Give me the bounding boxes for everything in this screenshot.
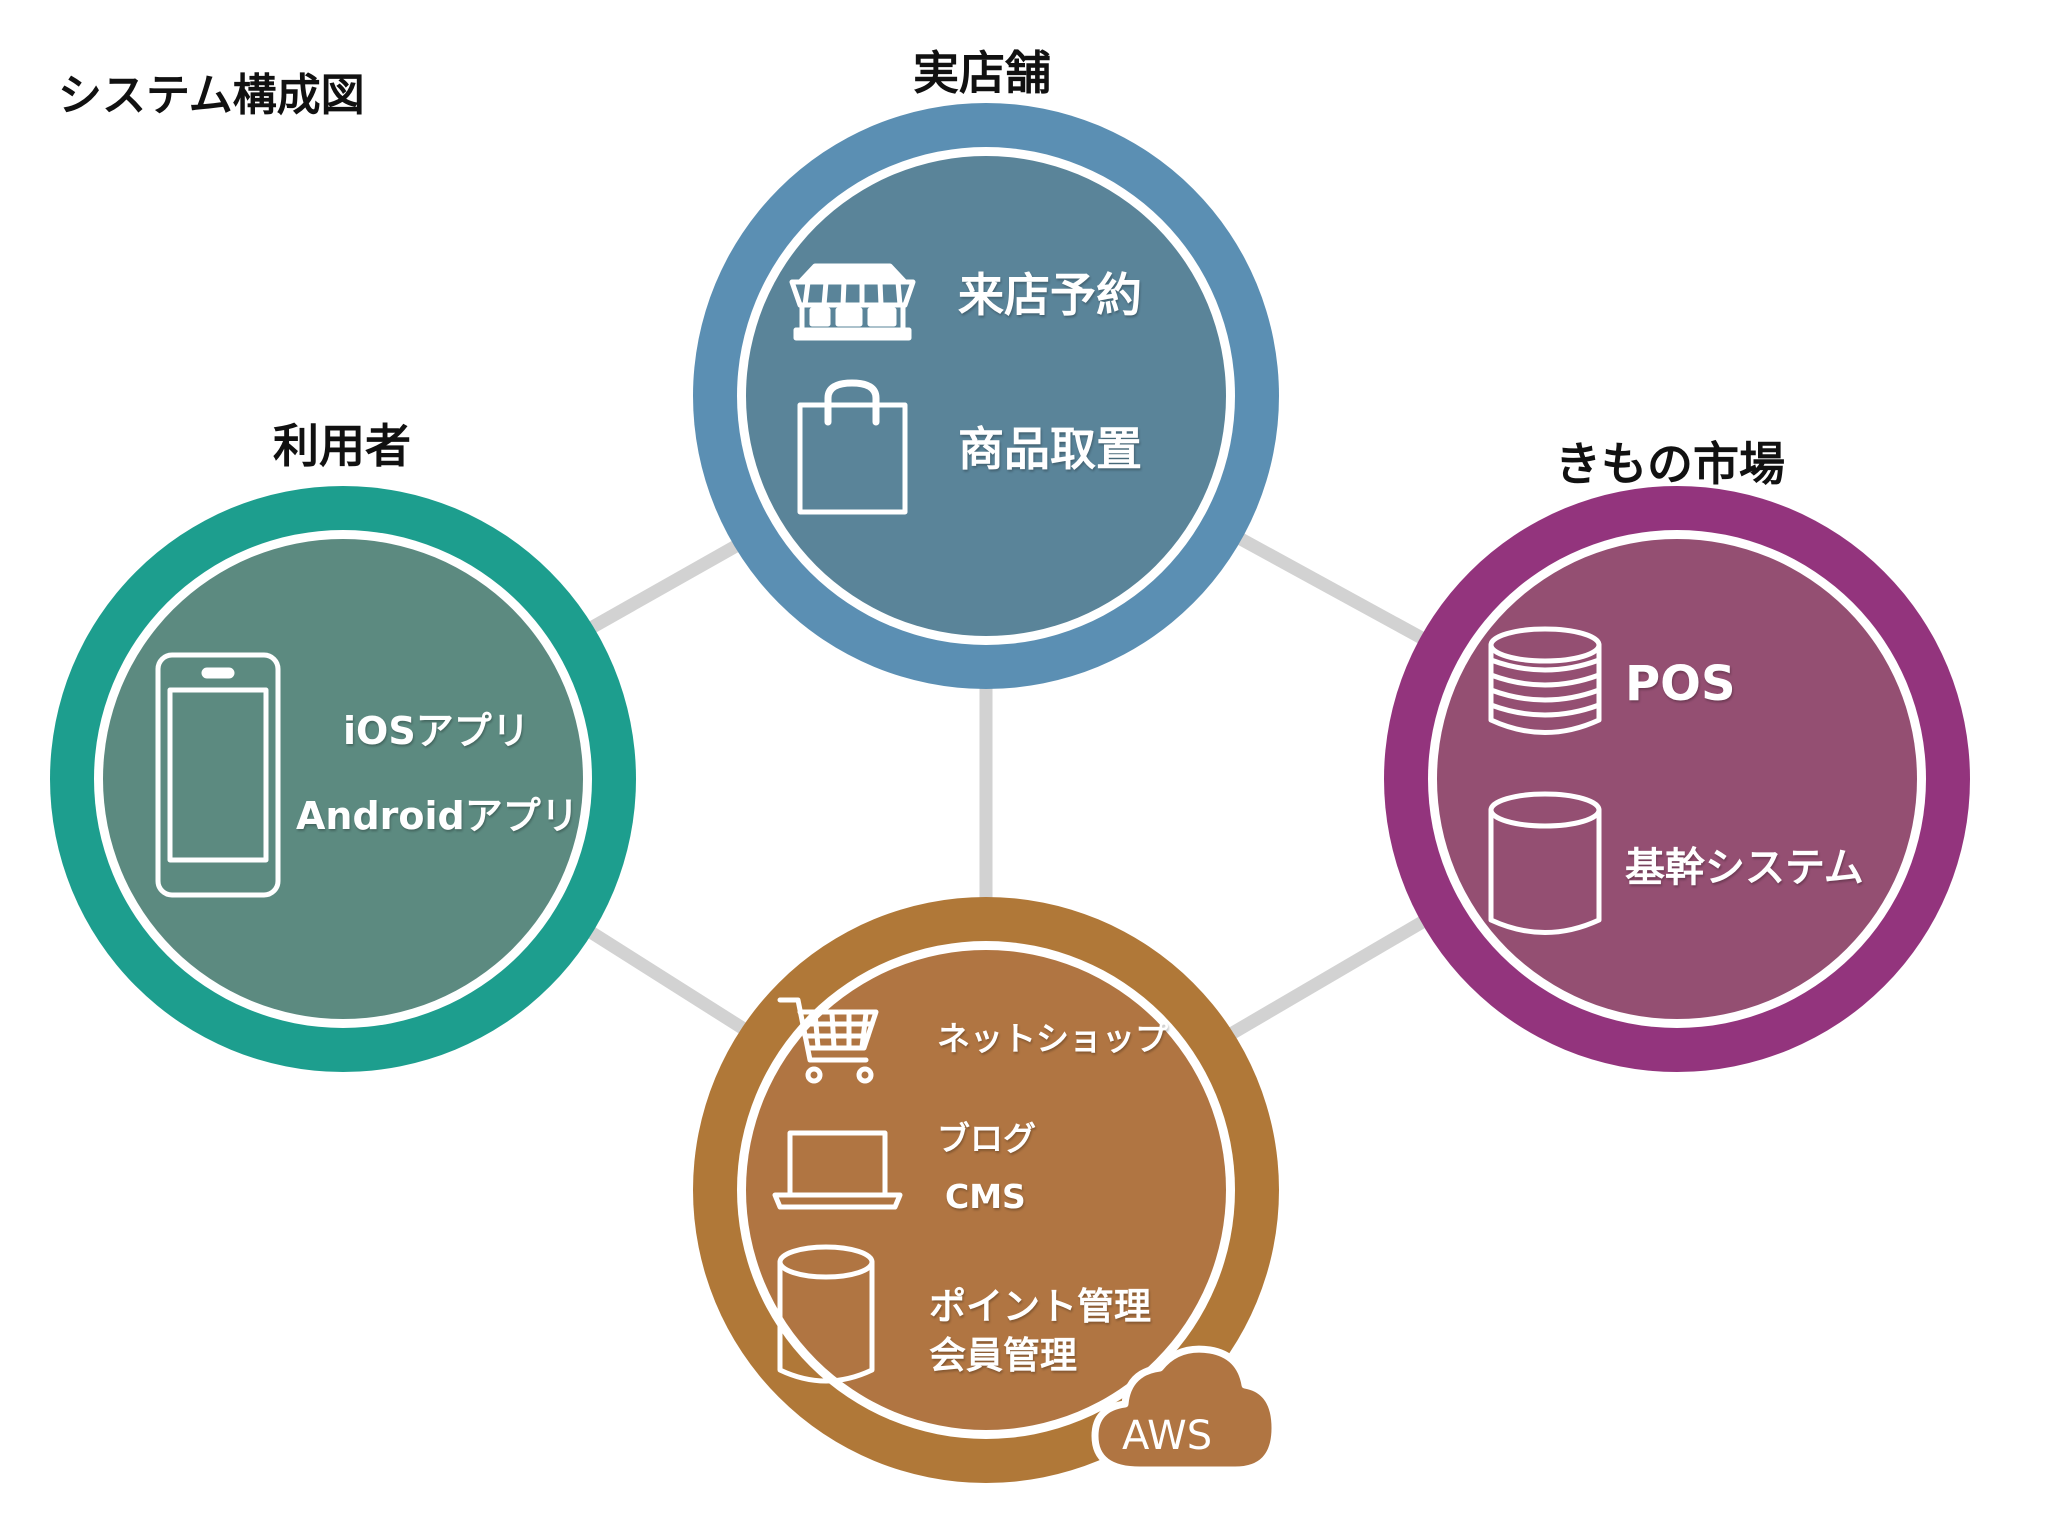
user-disc <box>103 539 583 1019</box>
shopping-bag-icon <box>797 379 908 515</box>
storefront-icon <box>789 263 916 341</box>
kimono-item-label: POS <box>1625 656 1736 712</box>
cloud-item-label: ポイント管理 <box>929 1285 1151 1328</box>
kimono-heading: きもの市場 <box>1555 437 1785 491</box>
smartphone-icon <box>155 652 281 898</box>
cloud-item-label: ネットショップ <box>937 1019 1168 1058</box>
cloud-item-label: 会員管理 <box>929 1334 1077 1377</box>
connector-kimono-cloud <box>1191 894 1464 1061</box>
shopping-cart-icon <box>777 997 879 1084</box>
store-item-label: 来店予約 <box>958 268 1142 322</box>
kimono-item-label: 基幹システム <box>1625 845 1864 891</box>
database-icon <box>1488 791 1602 935</box>
cloud-node <box>693 897 1279 1483</box>
aws-badge-label: AWS <box>1122 1413 1213 1459</box>
user-item-label: iOSアプリ <box>343 709 530 753</box>
database-icon <box>777 1244 875 1384</box>
user-node <box>50 486 636 1072</box>
store-node <box>693 103 1279 689</box>
store-heading: 実店舗 <box>913 46 1051 100</box>
database-stack-icon <box>1488 626 1602 735</box>
kimono-node <box>1384 486 1970 1072</box>
user-item-label: Androidアプリ <box>296 794 579 838</box>
kimono-disc <box>1437 539 1917 1019</box>
laptop-icon <box>772 1130 903 1210</box>
aws-cloud-icon <box>1091 1345 1279 1474</box>
user-heading: 利用者 <box>273 419 411 473</box>
cloud-item-label: ブログ <box>937 1119 1036 1158</box>
store-disc <box>746 156 1226 636</box>
cloud-item-label: CMS <box>945 1177 1026 1216</box>
store-item-label: 商品取置 <box>958 422 1142 476</box>
diagram-title: システム構成図 <box>58 70 365 121</box>
